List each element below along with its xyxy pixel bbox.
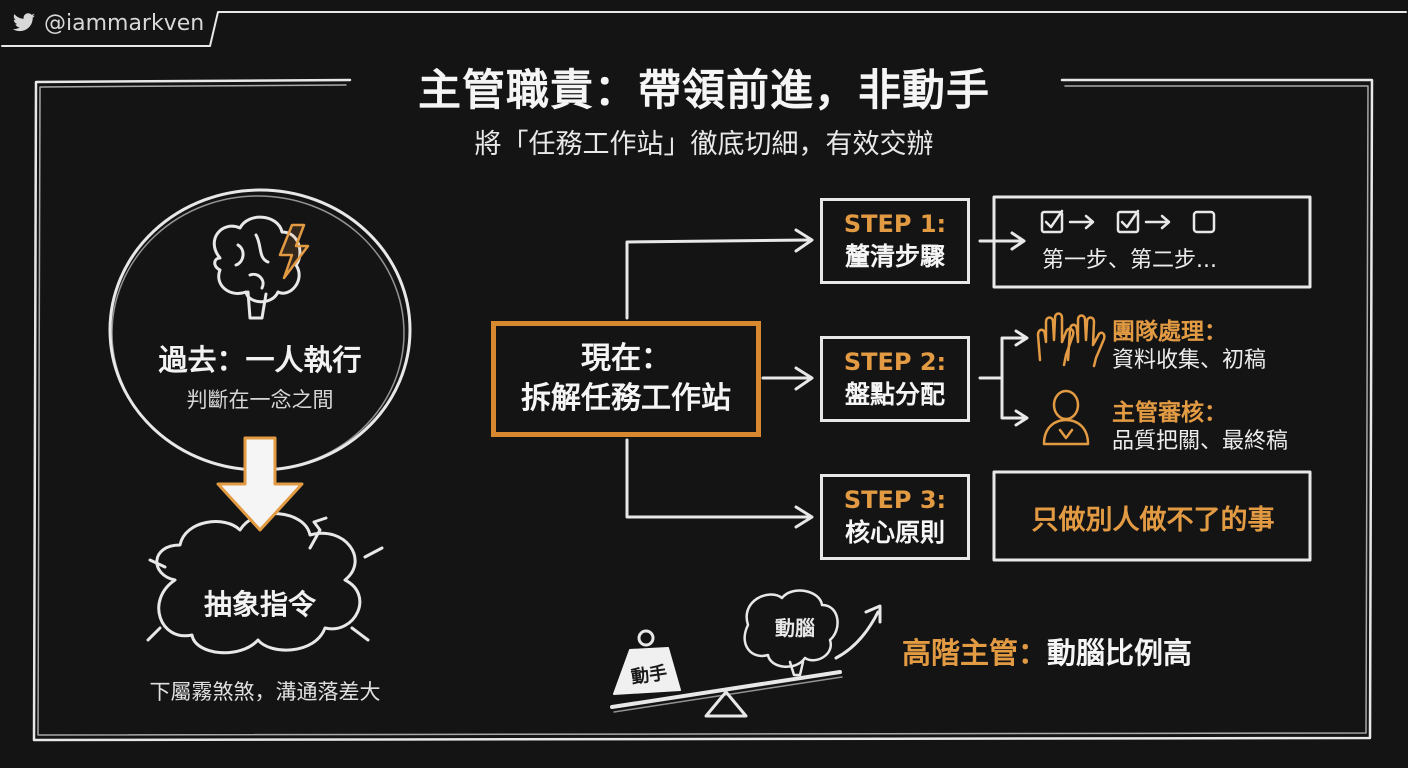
- step1-box: STEP 1: 釐清步驟: [820, 198, 970, 284]
- step1-result-outline: [992, 195, 1312, 289]
- brain-think-icon: [743, 589, 839, 677]
- now-to-steps-connectors: [625, 238, 810, 519]
- manager-label: 主管審核：: [1112, 400, 1227, 426]
- step1-label: STEP 1:: [843, 210, 947, 239]
- team-hands-icon: [1036, 312, 1106, 368]
- handle-text: @iammarkven: [44, 10, 205, 36]
- connector-arrowheads: [794, 228, 814, 529]
- step2-box: STEP 2: 盤點分配: [820, 336, 970, 422]
- conclusion-part1: 高階主管：: [902, 636, 1048, 670]
- step1-result-text: 第一步、第二步...: [1042, 248, 1217, 273]
- conclusion: 高階主管：動腦比例高: [902, 630, 1192, 672]
- down-arrow-icon: [216, 436, 304, 532]
- step3-result-text: 只做別人做不了的事: [1031, 505, 1275, 536]
- cloud-burst-lines: [146, 516, 384, 642]
- step3-name: 核心原則: [844, 517, 945, 547]
- lightning-icon: [278, 223, 310, 280]
- balance-plank: [610, 670, 842, 709]
- brain-label: 動腦: [775, 616, 815, 640]
- step2-name: 盤點分配: [844, 379, 945, 409]
- step3-result-outline: [992, 470, 1312, 562]
- past-brain-icon: [212, 215, 302, 320]
- page-title: 主管職責：帶領前進，非動手: [418, 66, 990, 116]
- now-line1: 現在：: [581, 340, 671, 376]
- team-label: 團隊處理：: [1112, 319, 1227, 345]
- rising-arrow-icon: [834, 610, 880, 660]
- manager-detail: 品質把關、最終稿: [1112, 429, 1289, 454]
- twitter-handle[interactable]: @iammarkven: [0, 0, 216, 46]
- abstract-instruction-cloud: [155, 512, 362, 655]
- step2-branch: [978, 329, 1029, 427]
- past-title: 過去：一人執行: [158, 343, 362, 377]
- main-frame: [32, 78, 1374, 742]
- conclusion-part2: 動腦比例高: [1047, 636, 1193, 670]
- cloud-subtitle: 下屬霧煞煞，溝通落差大: [149, 680, 381, 704]
- step1-name: 釐清步驟: [844, 241, 945, 271]
- past-subtitle: 判斷在一念之間: [186, 388, 334, 412]
- past-circle: [108, 188, 412, 472]
- cloud-label: 抽象指令: [203, 588, 316, 621]
- page-subtitle: 將「任務工作站」徹底切細，有效交辦: [474, 129, 934, 160]
- step3-box: STEP 3: 核心原則: [820, 474, 970, 560]
- now-line2: 拆解任務工作站: [521, 381, 731, 416]
- weight-icon: [613, 647, 681, 695]
- bird-icon: [13, 13, 35, 32]
- balance-fulcrum: [704, 690, 748, 718]
- step3-label: STEP 3:: [843, 486, 947, 515]
- manager-person-icon: [1042, 389, 1090, 446]
- now-box: 現在： 拆解任務工作站: [491, 321, 761, 437]
- team-detail: 資料收集、初稿: [1112, 348, 1267, 373]
- checklist-icon: [1040, 209, 1216, 234]
- handle-tab-outline: [1, 11, 1407, 47]
- step2-label: STEP 2:: [843, 348, 947, 377]
